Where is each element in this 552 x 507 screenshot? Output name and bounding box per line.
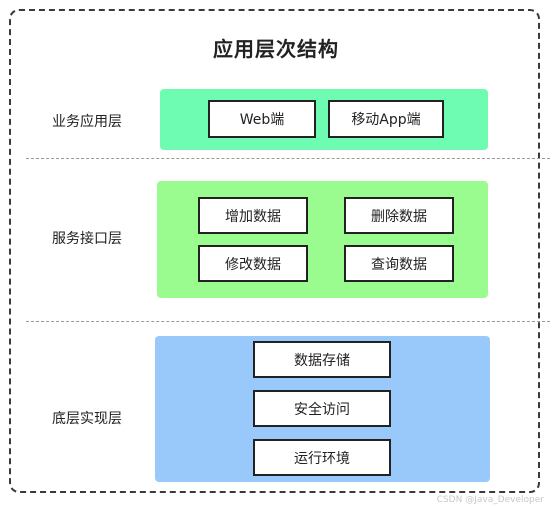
layer-label-service: 服务接口层	[52, 231, 122, 247]
web-client-box: Web端	[208, 100, 316, 138]
modify-data-box: 修改数据	[198, 245, 308, 282]
delete-data-box: 删除数据	[344, 197, 454, 234]
runtime-environment-box: 运行环境	[253, 439, 391, 476]
diagram-frame	[9, 9, 540, 493]
service-layer-panel: 增加数据 删除数据 修改数据 查询数据	[157, 181, 488, 298]
layer-label-base: 底层实现层	[52, 411, 122, 427]
business-layer-panel: Web端 移动App端	[160, 89, 488, 150]
data-storage-box: 数据存储	[253, 341, 391, 378]
add-data-box: 增加数据	[198, 197, 308, 234]
watermark: CSDN @Java_Developer	[436, 495, 544, 505]
layer-divider-1	[26, 158, 550, 159]
query-data-box: 查询数据	[344, 245, 454, 282]
mobile-app-box: 移动App端	[328, 100, 444, 138]
secure-access-box: 安全访问	[253, 390, 391, 427]
diagram-title: 应用层次结构	[213, 37, 339, 61]
layer-label-business: 业务应用层	[52, 114, 122, 130]
layer-divider-2	[26, 321, 550, 322]
base-layer-panel: 数据存储 安全访问 运行环境	[155, 336, 490, 482]
